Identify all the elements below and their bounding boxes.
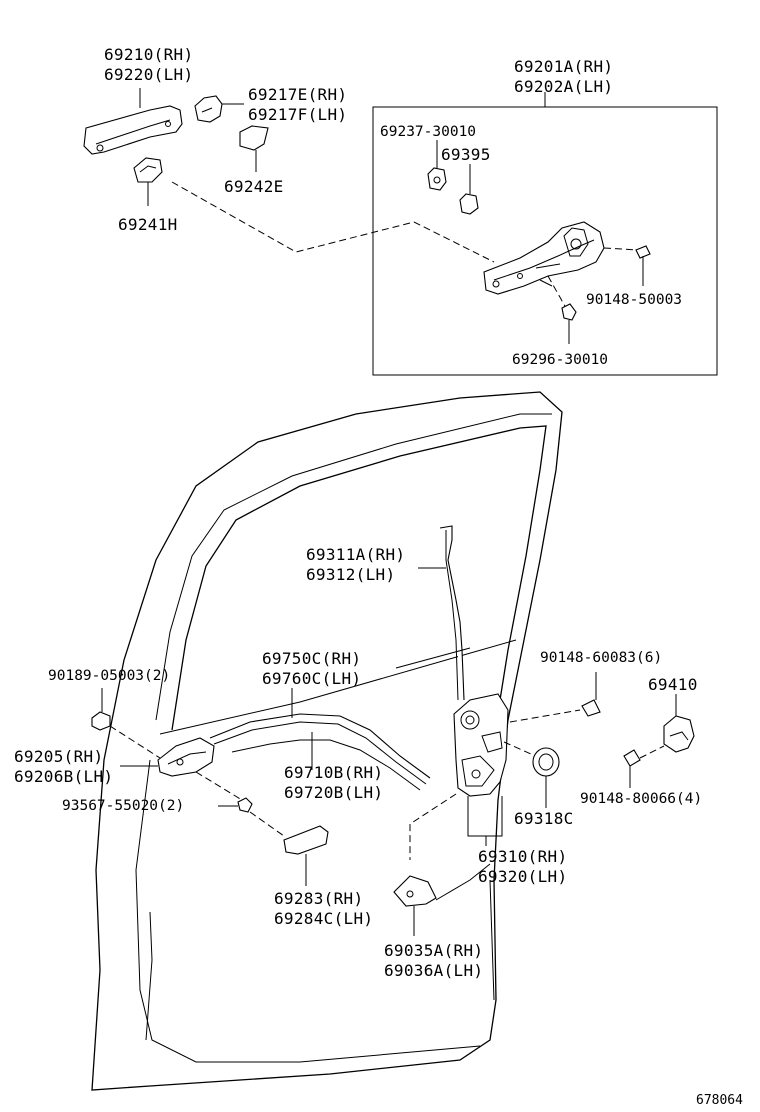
label-69201A: 69201A(RH) <box>514 57 613 76</box>
label-69284C: 69284C(LH) <box>274 909 373 928</box>
label-90148-80066: 90148-80066(4) <box>580 791 702 807</box>
label-69036A: 69036A(LH) <box>384 961 483 980</box>
door-lock <box>453 693 509 797</box>
inside-handle <box>157 737 215 777</box>
screw-90148-60083 <box>581 699 601 717</box>
label-69760C: 69760C(LH) <box>262 669 361 688</box>
grommet <box>459 193 479 215</box>
lock-rod <box>418 525 465 701</box>
frame-assembly-box <box>372 106 718 376</box>
handle-frame <box>483 221 605 295</box>
label-69217F: 69217F(LH) <box>248 105 347 124</box>
clip <box>427 167 447 191</box>
label-69205: 69205(RH) <box>14 747 103 766</box>
label-69410: 69410 <box>648 675 698 694</box>
lock-bracket <box>393 875 437 907</box>
label-69241H: 69241H <box>118 215 178 234</box>
label-69395: 69395 <box>441 145 491 164</box>
handle-cover <box>283 825 329 855</box>
label-69237: 69237-30010 <box>380 124 476 140</box>
label-69242E: 69242E <box>224 177 284 196</box>
label-69217E: 69217E(RH) <box>248 85 347 104</box>
label-69035A: 69035A(RH) <box>384 941 483 960</box>
cables <box>209 647 471 791</box>
label-69210: 69210(RH) <box>104 45 193 64</box>
frame-box-group <box>372 92 718 376</box>
label-69318C: 69318C <box>514 809 574 828</box>
label-69310: 69310(RH) <box>478 847 567 866</box>
label-69206B: 69206B(LH) <box>14 767 113 786</box>
lock-assembly-group <box>393 672 695 936</box>
inside-handle-group <box>91 688 329 886</box>
label-69312: 69312(LH) <box>306 565 395 584</box>
label-69750C: 69750C(RH) <box>262 649 361 668</box>
clip-90189 <box>91 711 111 731</box>
label-69202A: 69202A(LH) <box>514 77 613 96</box>
label-93567: 93567-55020(2) <box>62 798 184 814</box>
handle-pad <box>239 125 269 151</box>
screw-top <box>635 245 651 259</box>
label-69720B: 69720B(LH) <box>284 783 383 802</box>
label-69296: 69296-30010 <box>512 352 608 368</box>
outside-handle-group <box>83 88 495 263</box>
handle-gasket <box>133 157 163 183</box>
door-outline <box>91 391 563 1091</box>
screw-90148-80066 <box>623 749 641 767</box>
label-90148-50003: 90148-50003 <box>586 292 682 308</box>
bolt-top <box>561 303 577 321</box>
outside-handle <box>83 105 183 155</box>
label-69311A: 69311A(RH) <box>306 545 405 564</box>
label-69710B: 69710B(RH) <box>284 763 383 782</box>
striker <box>663 715 695 753</box>
screw-93567 <box>237 797 253 813</box>
label-69220: 69220(LH) <box>104 65 193 84</box>
label-90189: 90189-05003(2) <box>48 668 170 684</box>
label-69320: 69320(LH) <box>478 867 567 886</box>
label-90148-60083: 90148-60083(6) <box>540 650 662 666</box>
label-69283: 69283(RH) <box>274 889 363 908</box>
reference-number: 678064 <box>696 1093 743 1108</box>
lock-seal <box>532 747 560 777</box>
part-labels: 69210(RH) 69220(LH) 69217E(RH) 69217F(LH… <box>14 45 743 1108</box>
